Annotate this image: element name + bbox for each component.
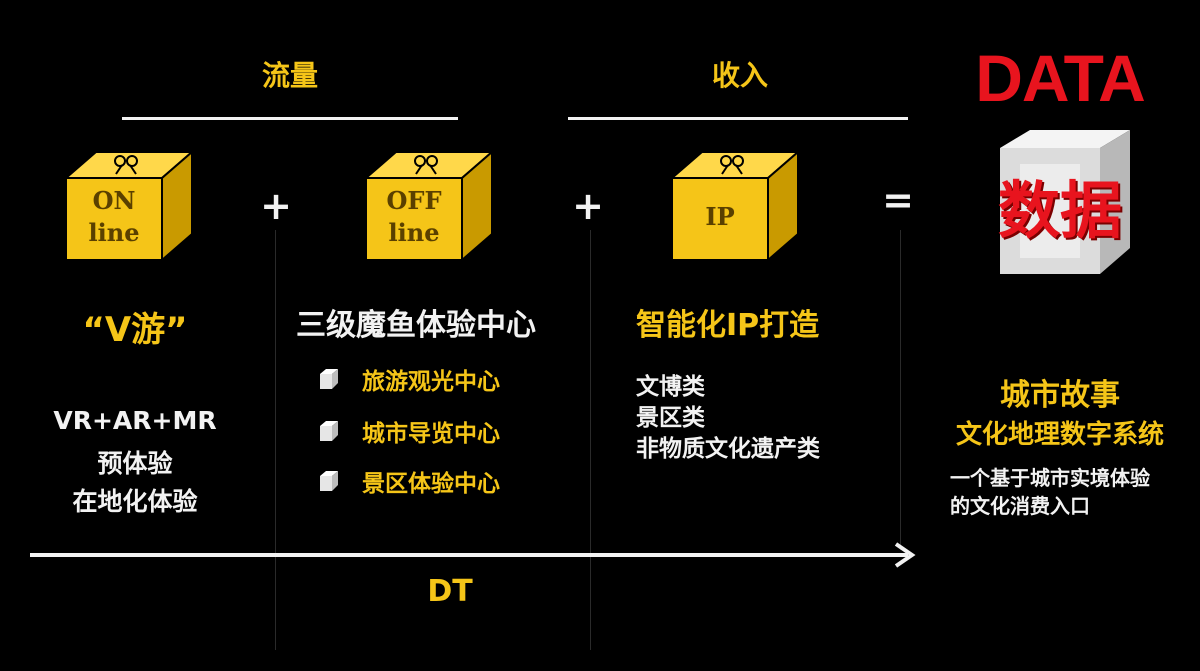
col1-line-3: 在地化体验 [72, 487, 198, 516]
col3-title: 智能化IP打造 [636, 308, 820, 343]
divider-line [275, 230, 276, 650]
col4-desc-1: 一个基于城市实境体验 [950, 466, 1150, 490]
timeline-label: DT [427, 574, 473, 609]
col4-desc-2: 的文化消费入口 [950, 494, 1090, 518]
col1-title: “V游” [82, 310, 188, 350]
list-item: 非物质文化遗产类 [636, 436, 820, 462]
list-item: 文博类 [636, 374, 705, 400]
cube-bullet-icon [320, 471, 338, 491]
cube-bullet-icon [320, 369, 338, 389]
col4-title-1: 城市故事 [1000, 378, 1120, 413]
gift-box-icon [63, 149, 195, 263]
divider-line [590, 230, 591, 650]
list-item-label: 城市导览中心 [362, 421, 500, 447]
col4-title-2: 文化地理数字系统 [955, 420, 1164, 450]
gift-box-icon [363, 149, 495, 263]
list-item: 景区类 [636, 405, 705, 431]
revenue-bracket-line [568, 117, 908, 120]
traffic-bracket-line [122, 117, 458, 120]
cube-bullet-icon [320, 421, 338, 441]
col1-line-2: 预体验 [97, 449, 173, 478]
ip-gift-box: IP [669, 148, 804, 263]
list-item: 城市导览中心 [318, 414, 500, 448]
plus-operator: + [572, 184, 604, 228]
data-cube [980, 128, 1140, 278]
data-cube-text: 数据 [997, 174, 1122, 247]
col1-line-1: VR+AR+MR [53, 406, 217, 435]
list-item-label: 旅游观光中心 [362, 369, 500, 395]
ip-box-label: IP [705, 202, 735, 231]
col3-list: 文博类 景区类 非物质文化遗产类 [636, 372, 820, 465]
gift-box-icon [669, 149, 801, 263]
plus-operator: + [260, 184, 292, 228]
timeline-arrow [30, 542, 916, 568]
col2-title: 三级魔鱼体验中心 [296, 308, 536, 343]
cube-icon [1000, 130, 1130, 274]
traffic-label: 流量 [261, 59, 318, 92]
list-item-label: 景区体验中心 [362, 471, 500, 497]
equals-operator: = [882, 178, 914, 222]
data-title: DATA [975, 41, 1146, 115]
list-item: 景区体验中心 [318, 464, 500, 498]
divider-line [900, 230, 901, 550]
revenue-label: 收入 [711, 59, 768, 92]
list-item: 旅游观光中心 [318, 362, 500, 396]
